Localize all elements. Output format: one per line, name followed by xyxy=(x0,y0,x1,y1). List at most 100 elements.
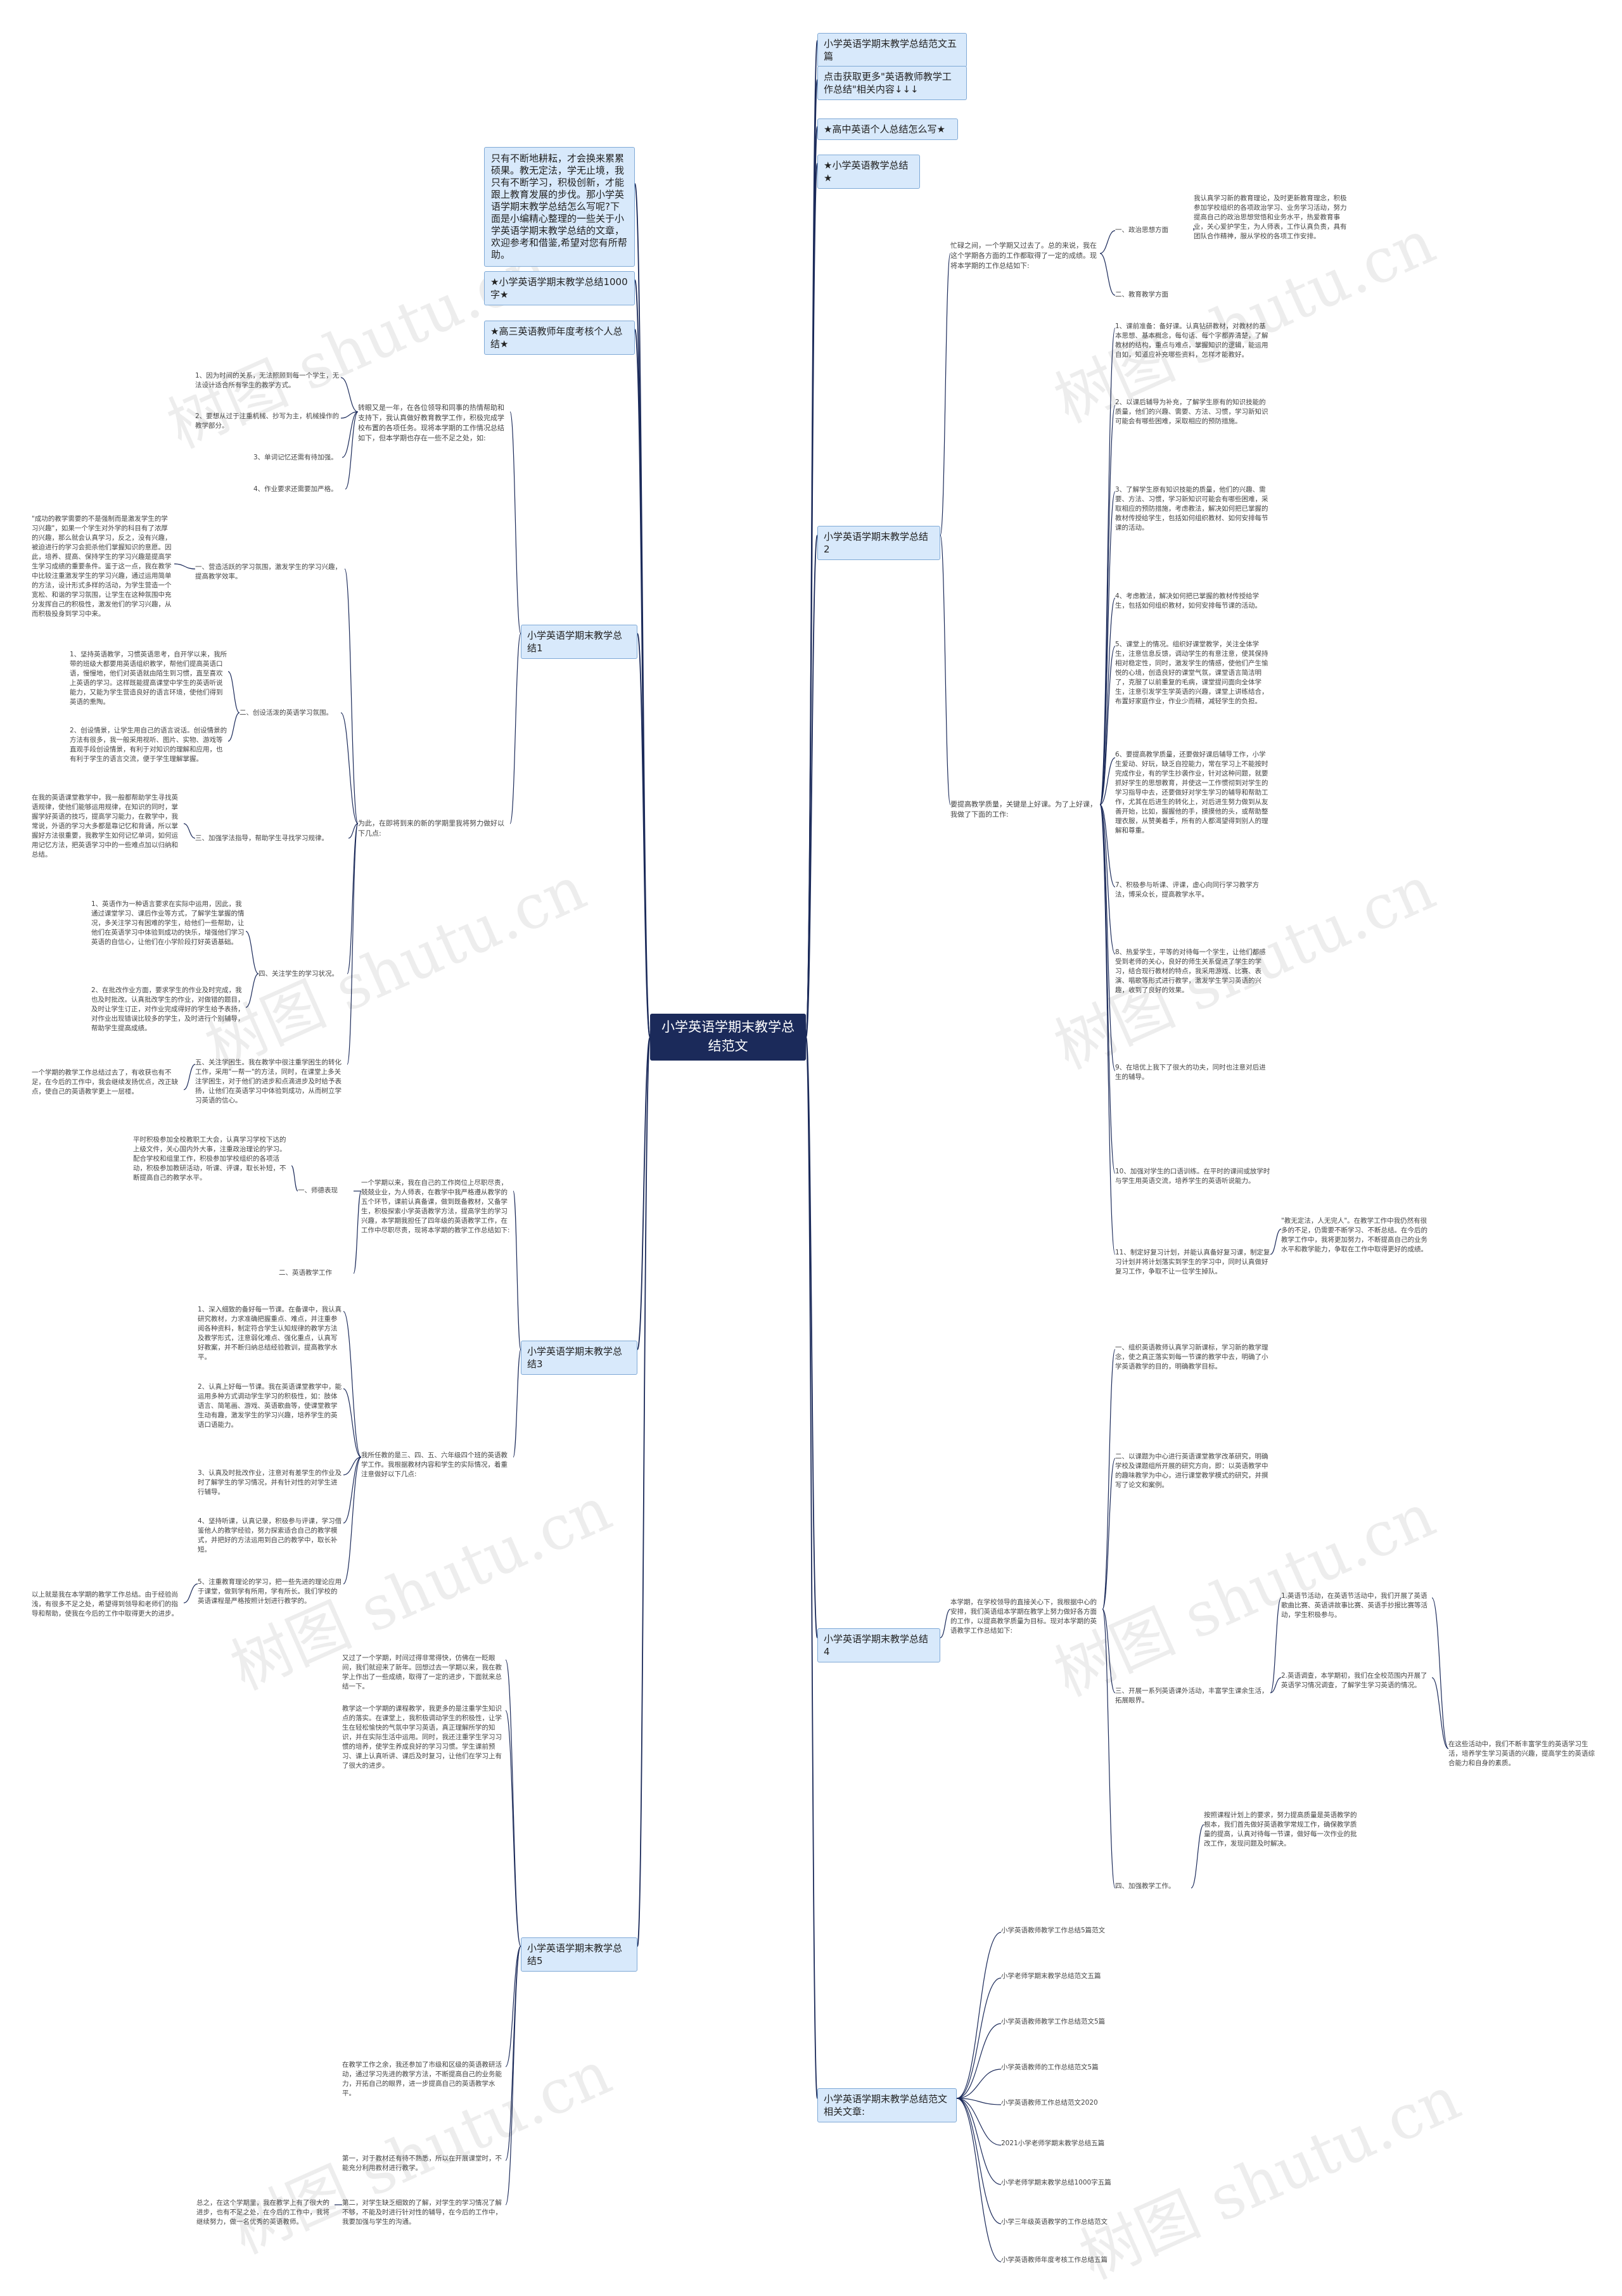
related-article-4[interactable]: 小学英语教师的工作总结范文5篇 xyxy=(1001,2063,1099,2071)
connector xyxy=(340,377,359,412)
s1-p2-item-2: 2、创设情景，让学生用自己的语言说话。创设情景的方法有很多，我一般采用视听、图片… xyxy=(70,727,227,763)
connector xyxy=(956,2098,1002,2262)
connector xyxy=(343,1457,362,1524)
connector xyxy=(1099,804,1116,1174)
connector xyxy=(1431,1677,1449,1749)
connector xyxy=(956,1977,1002,2099)
s3-ethics-text: 平时积极参加全校教职工大会，认真学习学校下达的上级文件，关心国内外大事，注重政治… xyxy=(133,1136,286,1182)
connector xyxy=(183,823,196,839)
s2-item-5: 5、课堂上的情况。组织好课堂教学，关注全体学生，注意信息反馈，调动学生的有意注意… xyxy=(1115,641,1268,705)
s4-side-note: 在这些活动中，我们不断丰富学生的英语学习生活，培养学生学习英语的兴趣，提高学生的… xyxy=(1448,1740,1595,1767)
connector xyxy=(344,568,359,824)
s4-item-3: 三、开展一系列英语课外活动，丰富学生课余生活，拓展眼界。 xyxy=(1115,1687,1268,1704)
related-article-5[interactable]: 小学英语教师工作总结范文2020 xyxy=(1001,2099,1098,2107)
s3-item-3: 3、认真及时批改作业，注意对有差学生的作业及时了解学生的学习情况，并有针对性的对… xyxy=(198,1469,342,1496)
s3-closing: 以上就是我在本学期的教学工作总结。由于经验尚浅，有很多不足之处，希望得到领导和老… xyxy=(32,1591,178,1617)
s1-point-2: 二、创设活泼的英语学习氛围。 xyxy=(239,709,333,717)
top-link-4[interactable]: ★小学英语教学总结★ xyxy=(817,155,920,189)
s4-item-1: 一、组织英语教师认真学习新课标，学习新的教学理念，使之真正落实到每一节课的教学中… xyxy=(1115,1344,1268,1370)
connector xyxy=(1099,597,1116,805)
s1-shortfall-3: 3、单词记忆还需有待加强。 xyxy=(253,454,338,461)
connector xyxy=(340,712,359,824)
connector xyxy=(1099,804,1116,1071)
branch-summary-3[interactable]: 小学英语学期末教学总结3 xyxy=(521,1341,637,1375)
branch-summary-5[interactable]: 小学英语学期末教学总结5 xyxy=(521,1937,637,1972)
connector xyxy=(805,79,818,1038)
branch-related[interactable]: 小学英语学期末教学总结范文相关文章: xyxy=(817,2088,957,2122)
s1-p4-item-1: 1、英语作为一种语言要求在实际中运用，因此，我通过课堂学习、课后作业等方式，了解… xyxy=(91,900,245,946)
connector xyxy=(1099,405,1116,805)
s2-item-10: 10、加强对学生的口语训练。在平时的课间或放学时与学生用英语交流，培养学生的英语… xyxy=(1115,1168,1270,1185)
connector xyxy=(183,1583,198,1604)
link-1000-words[interactable]: ★小学英语学期末教学总结1000字★ xyxy=(484,271,635,305)
related-article-6[interactable]: 2021小学老师学期末教学总结五篇 xyxy=(1001,2140,1105,2147)
s4-sub-2: 2.英语调查，本学期初，我们在全校范围内开展了英语学习情况调查，了解学生学习英语… xyxy=(1281,1672,1427,1689)
branch-summary-4[interactable]: 小学英语学期末教学总结4 xyxy=(817,1628,940,1662)
connector xyxy=(1099,491,1116,805)
connector xyxy=(245,931,259,974)
connector xyxy=(956,2098,1002,2185)
connector xyxy=(509,633,521,824)
related-article-3[interactable]: 小学英语教师教学工作总结范文5篇 xyxy=(1001,2018,1106,2025)
connector xyxy=(291,1165,298,1192)
connector xyxy=(505,1710,521,1947)
connector xyxy=(342,411,359,458)
connector xyxy=(1099,230,1116,254)
s2-item-8: 8、热爱学生，平等的对待每一个学生，让他们都感受到老师的关心，良好的师生关系促进… xyxy=(1115,948,1266,994)
related-article-7[interactable]: 小学老师学期末教学总结1000字五篇 xyxy=(1001,2179,1111,2186)
s1-shortfall-1: 1、因为时间的关系，无法照顾到每一个学生，无法设计适合所有学生的教学方式。 xyxy=(195,372,340,389)
related-article-8[interactable]: 小学三年级英语教学的工作总结范文 xyxy=(1001,2218,1108,2226)
s3-item-1: 1、深入细致的备好每一节课。在备课中，我认真研究教材，力求准确把握重点、难点，并… xyxy=(198,1306,342,1361)
connector xyxy=(245,973,259,1008)
connector xyxy=(1099,804,1116,1255)
s4-intro: 本学期，在学校领导的直接关心下，我根据中心的安排，我们英语组本学期在教学上努力做… xyxy=(950,1598,1097,1635)
s2-intro: 忙碌之间，一个学期又过去了。总的来说，我在这个学期各方面的工作都取得了一定的成绩… xyxy=(950,241,1097,270)
top-link-3[interactable]: ★高中英语个人总结怎么写★ xyxy=(817,118,958,140)
s2-item-3: 3、了解学生原有知识技能的质量，他们的兴趣、需要、方法、习惯，学习新知识可能会有… xyxy=(1115,486,1268,532)
s3-ethics-label: 一、师德表现 xyxy=(298,1187,338,1194)
connector xyxy=(956,1932,1002,2099)
connector xyxy=(1099,328,1116,805)
root-node[interactable]: 小学英语学期末教学总结范文 xyxy=(650,1014,806,1061)
link-annual-review[interactable]: ★高三英语教师年度考核个人总结★ xyxy=(484,321,635,355)
connector xyxy=(183,1064,196,1090)
s2-side-note: "教无定法，人无完人"。在教学工作中我仍然有很多的不足，仍需要不断学习、不断总结… xyxy=(1281,1217,1427,1253)
connector xyxy=(1099,253,1116,296)
branch-summary-2[interactable]: 小学英语学期末教学总结2 xyxy=(817,526,940,560)
s5-para-2: 教学这一个学期的课程教学，我更多的是注重学生知识点的落实。在课堂上，我积极调动学… xyxy=(342,1705,502,1770)
s2-item-9: 9、在培优上我下了很大的功夫，同时也注意对后进生的辅导。 xyxy=(1115,1064,1266,1081)
connector xyxy=(513,1190,521,1350)
related-article-2[interactable]: 小学老师学期末教学总结范文五篇 xyxy=(1001,1972,1101,1980)
branch-summary-1[interactable]: 小学英语学期末教学总结1 xyxy=(521,625,637,659)
s4-sub-1: 1.英语节活动，在英语节活动中，我们开展了英语歌曲比赛、英语讲故事比赛、英语手抄… xyxy=(1281,1592,1427,1619)
s1-shortfall-2: 2、要想从过于注重机械、抄写为主，机械操作的教学部分。 xyxy=(195,412,340,430)
connector xyxy=(1102,1349,1116,1610)
intro-box: 只有不断地耕耘，才会换来累累硕果。教无定法，学无止境，我只有不断学习，积极创新，… xyxy=(484,147,635,267)
top-link-1[interactable]: 小学英语学期末教学总结范文五篇 xyxy=(817,33,967,67)
connector xyxy=(343,1457,362,1476)
s3-item-5: 5、注重教育理论的学习，把一些先进的理论应用于课堂，做到学有所用，学有所长。我们… xyxy=(198,1578,342,1605)
s1-p3-text: 在我的英语课堂教学中，我一般都帮助学生寻找英语规律，使他们能够运用规律，在知识的… xyxy=(32,794,178,858)
s2-item-11: 11、制定好复习计划，并能认真备好复习课，制定复习计划并将计划落实到学生的学习中… xyxy=(1115,1249,1270,1275)
s1-point-5: 五、关注学困生。我在教学中很注重学困生的转化工作，采用"一帮一"的方法，同时，在… xyxy=(195,1059,342,1104)
connector xyxy=(1102,1609,1116,1889)
s1-point-1: 一、营造活跃的学习氛围，激发学生的学习兴趣，提高教学效率。 xyxy=(195,563,342,580)
related-article-1[interactable]: 小学英语教师教学工作总结5篇范文 xyxy=(1001,1927,1106,1934)
connector xyxy=(1270,1597,1282,1693)
top-link-2[interactable]: 点击获取更多"英语教师教学工作总结"相关内容↓↓↓ xyxy=(817,66,967,100)
related-article-9[interactable]: 小学英语教师年度考核工作总结五篇 xyxy=(1001,2256,1108,2264)
connector xyxy=(1102,1458,1116,1610)
s1-point-3: 三、加强学法指导，帮助学生寻找学习规律。 xyxy=(195,834,328,842)
connector xyxy=(174,563,196,570)
connector xyxy=(1099,804,1116,888)
s4-item-2: 二、以课题为中心进行英语课堂教学改革研究，明确学校及课题组所开展的研究方向，即：… xyxy=(1115,1453,1268,1489)
connector xyxy=(1191,1824,1204,1889)
s1-p2-item-1: 1、坚持英语教学，习惯英语思考，自开学以来，我所带的班级大都要用英语组织教学，帮… xyxy=(70,651,227,706)
connector xyxy=(637,1036,651,1350)
s1-closing: 一个学期的教学工作总结过去了，有收获也有不足，在今后的工作中，我会继续发扬优点，… xyxy=(32,1069,178,1095)
connector xyxy=(634,183,651,1038)
s2-item-1: 1、课前准备：备好课。认真钻研教材，对教材的基本思想、基本概念，每句话、每个字都… xyxy=(1115,322,1268,359)
watermark: 树图 shutu.cn xyxy=(195,852,596,1083)
s3-item-4: 4、坚持听课，认真记录，积极参与评课，学习借鉴他人的教学经验，努力探索适合自己的… xyxy=(198,1517,342,1553)
